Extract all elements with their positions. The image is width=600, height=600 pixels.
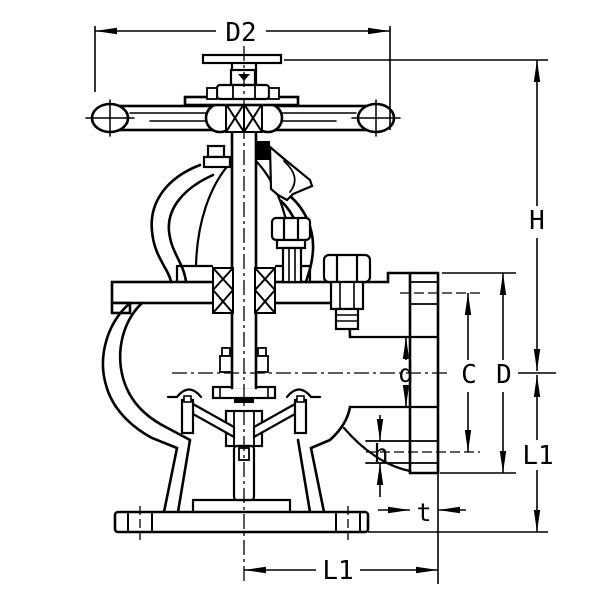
dim-h-bolt-hole [376,415,384,497]
packing-gland [212,267,276,314]
dim-d-bore [402,337,410,407]
dim-label-c: C [461,360,477,390]
dim-label-l1-side: L1 [522,441,553,471]
dim-label-d2: D2 [225,18,256,48]
valve-body-group [85,53,440,534]
dim-label-h-hole: h [373,439,388,468]
arrow-right [416,566,438,574]
arrow-right [388,506,410,514]
gland-bolt [270,216,312,284]
arrow-down [376,419,384,441]
stem-top-nuts [201,53,283,101]
yoke-pin [256,141,270,160]
side-flange-bolt [322,253,372,331]
dim-h-height [533,60,541,371]
base-flange [113,510,370,534]
arrow-left [244,566,266,574]
dim-label-l1-bottom: L1 [322,556,353,586]
dim-l1-vertical [533,375,541,532]
arrow-up [533,60,541,82]
dim-label-t: t [416,498,431,527]
handwheel [85,95,401,137]
yoke-wing [268,144,314,202]
dim-label-d-od: D [496,360,512,390]
dim-d2 [95,27,390,35]
centerlines [139,46,480,584]
arrow-up [402,337,410,359]
arrow-down [464,430,472,452]
dim-label-d-bore: d [398,359,413,388]
dimension-annotations [94,26,556,584]
dim-c-bolt-circle [464,293,472,452]
dim-l1-bottom [244,566,438,574]
arrow-down [402,385,410,407]
dim-d-flange-od [499,273,507,473]
knob-center-marks [85,99,401,137]
yoke [150,141,315,284]
body-bowl [101,301,412,514]
arrow-down [499,451,507,473]
dimension-labels: D2 H d C D L1 h t L1 [225,18,553,586]
arrow-left [95,27,117,35]
dim-t-thickness [378,506,466,514]
arrow-right [368,27,390,35]
flange-bolt-holes [365,281,439,464]
arrow-left [438,506,460,514]
arrow-up [533,375,541,397]
arrow-down [533,510,541,532]
dim-label-h: H [529,206,545,236]
arrow-up [464,293,472,315]
arrow-down [533,349,541,371]
arrow-up [376,463,384,485]
arrow-up [499,273,507,295]
